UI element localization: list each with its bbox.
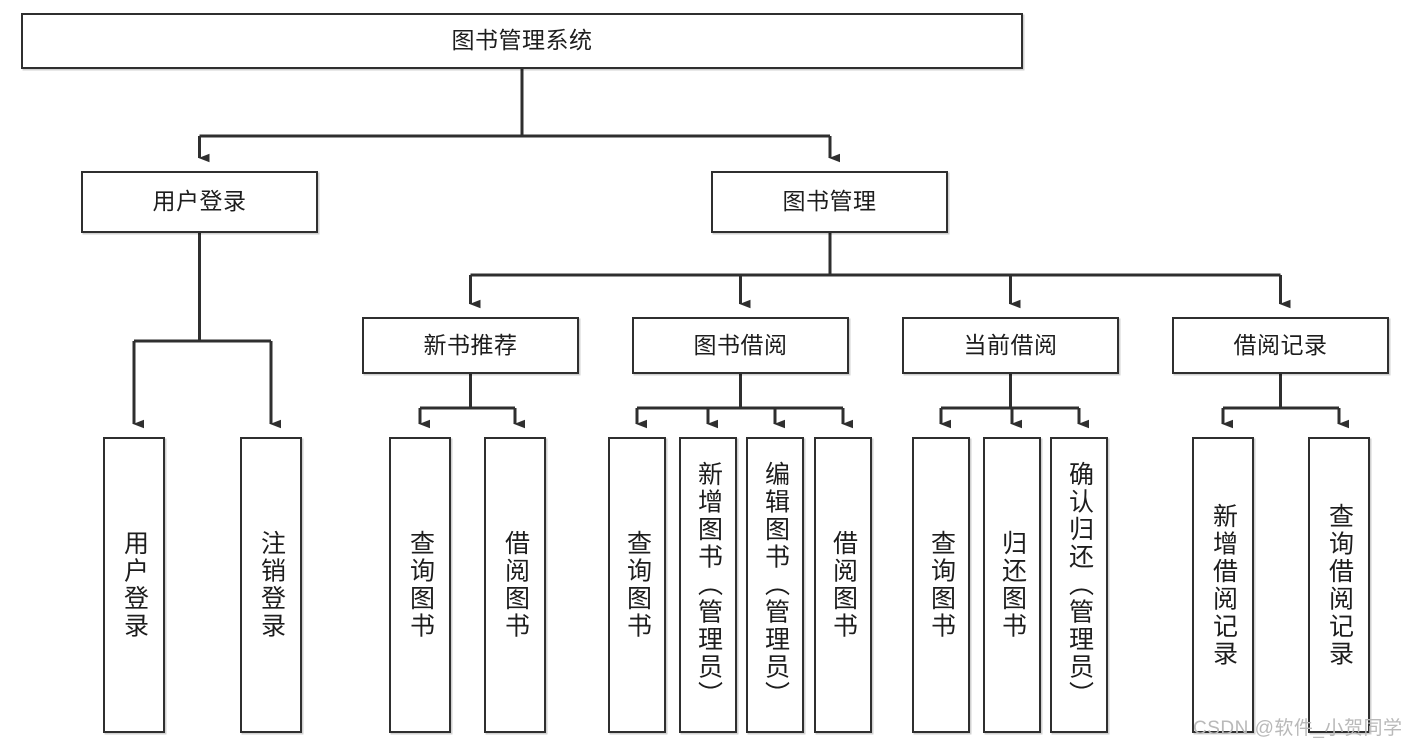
node-leaf-user-logout-label: 注销登录 [257,530,286,640]
node-leaf-borrow-book-1-label: 借阅图书 [501,530,530,640]
node-leaf-query-book-2[interactable]: 查询图书 [608,437,666,733]
node-book-manage[interactable]: 图书管理 [711,171,948,233]
node-leaf-user-logout[interactable]: 注销登录 [240,437,302,733]
node-new-book-rec[interactable]: 新书推荐 [362,317,579,374]
node-leaf-user-login-label: 用户登录 [120,530,149,640]
node-leaf-borrow-book-2[interactable]: 借阅图书 [814,437,872,733]
node-user-login-label: 用户登录 [152,188,247,215]
node-leaf-query-book-3[interactable]: 查询图书 [912,437,970,733]
node-leaf-query-borrow-record-label: 查询借阅记录 [1325,502,1354,668]
node-leaf-user-login[interactable]: 用户登录 [103,437,165,733]
node-leaf-edit-book-admin-label: 编辑图书（管理员） [761,461,790,709]
node-user-login[interactable]: 用户登录 [81,171,318,233]
node-root[interactable]: 图书管理系统 [21,13,1023,69]
node-leaf-confirm-return-admin-label: 确认归还（管理员） [1065,461,1094,709]
node-leaf-add-borrow-record-label: 新增借阅记录 [1209,502,1238,668]
node-current-borrow-label: 当前借阅 [963,331,1058,358]
node-leaf-edit-book-admin[interactable]: 编辑图书（管理员） [746,437,804,733]
node-leaf-query-borrow-record[interactable]: 查询借阅记录 [1308,437,1370,733]
node-book-borrow-label: 图书借阅 [693,331,788,358]
node-leaf-query-book-2-label: 查询图书 [623,530,652,640]
node-leaf-return-book-label: 归还图书 [998,530,1027,640]
node-root-label: 图书管理系统 [451,27,593,54]
node-new-book-rec-label: 新书推荐 [423,331,518,358]
node-leaf-add-borrow-record[interactable]: 新增借阅记录 [1192,437,1254,733]
node-book-manage-label: 图书管理 [782,188,877,215]
node-leaf-query-book-1-label: 查询图书 [406,530,435,640]
node-leaf-confirm-return-admin[interactable]: 确认归还（管理员） [1050,437,1108,733]
node-borrow-record[interactable]: 借阅记录 [1172,317,1389,374]
node-borrow-record-label: 借阅记录 [1233,331,1328,358]
node-leaf-query-book-1[interactable]: 查询图书 [389,437,451,733]
node-leaf-add-book-admin[interactable]: 新增图书（管理员） [679,437,737,733]
node-leaf-borrow-book-1[interactable]: 借阅图书 [484,437,546,733]
node-leaf-return-book[interactable]: 归还图书 [983,437,1041,733]
node-book-borrow[interactable]: 图书借阅 [632,317,849,374]
node-leaf-borrow-book-2-label: 借阅图书 [829,530,858,640]
node-leaf-query-book-3-label: 查询图书 [927,530,956,640]
node-leaf-add-book-admin-label: 新增图书（管理员） [694,461,723,709]
node-current-borrow[interactable]: 当前借阅 [902,317,1119,374]
